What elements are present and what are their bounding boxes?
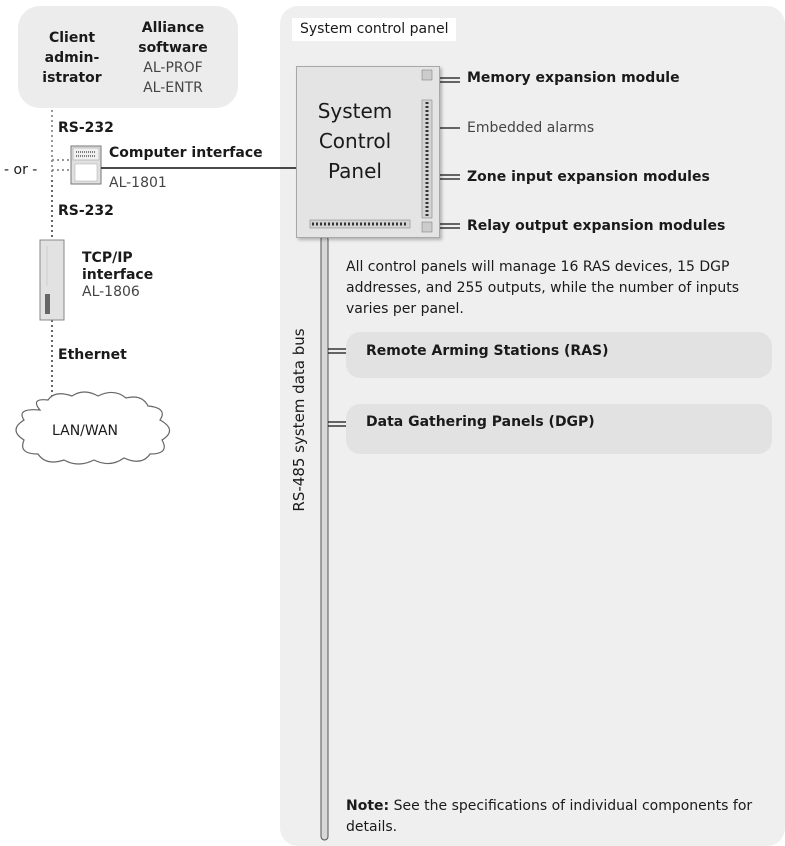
rs485-bus-bar [320,235,329,841]
board-connectors [309,69,433,233]
system-control-panel-board [296,66,440,238]
scp-label: System Control Panel [317,99,393,183]
rs232-bottom-label: RS-232 [58,203,114,219]
note-bold: Note: [346,798,390,814]
computer-interface-label: Computer interface [109,145,263,161]
relay-output-expansion-label: Relay output expansion modules [467,218,726,234]
note-body: See the specifications of individual com… [346,798,753,835]
computer-interface-device [70,145,102,185]
ras-box [346,332,772,378]
lan-wan-cloud-icon [15,391,171,465]
note-text: Note: See the specifications of individu… [346,796,776,838]
embedded-alarms-label: Embedded alarms [467,120,595,136]
or-label: - or - [4,162,38,178]
dgp-box [346,404,772,454]
rs232-top-label: RS-232 [58,120,114,136]
alliance-software-label: Alliance software AL-PROF AL-ENTR [138,20,208,96]
dgp-label: Data Gathering Panels (DGP) [366,414,595,430]
bus-label: RS-485 system data bus [290,328,308,512]
lan-wan-label: LAN/WAN [52,423,119,439]
ras-label: Remote Arming Stations (RAS) [366,343,609,359]
computer-interface-code: AL-1801 [109,175,167,191]
client-administrator-label: Client admin- istrator [42,30,102,86]
tcpip-interface-label: TCP/IP interface AL-1806 [82,250,154,300]
panel-description: All control panels will manage 16 RAS de… [346,259,740,317]
tcpip-interface-device [39,239,65,321]
memory-expansion-module-label: Memory expansion module [467,70,680,86]
client-group-box [18,6,238,108]
panel-title: System control panel [292,18,457,41]
ethernet-label: Ethernet [58,347,127,363]
zone-input-expansion-label: Zone input expansion modules [467,169,710,185]
